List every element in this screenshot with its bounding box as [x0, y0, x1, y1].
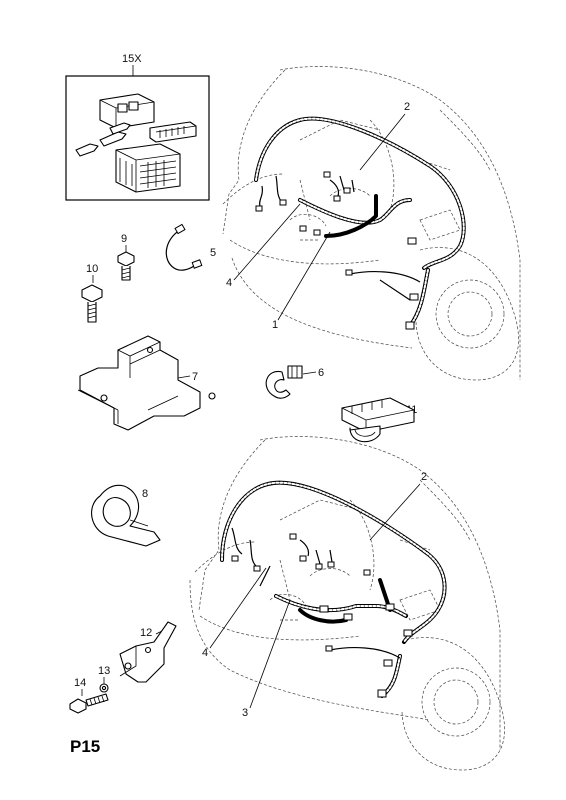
callout-4-top: 4: [226, 277, 232, 289]
bolt-9-group: 9: [117, 233, 135, 281]
callout-14: 14: [74, 677, 86, 689]
callout-12: 12: [140, 627, 152, 639]
callout-2-bottom: 2: [421, 471, 427, 483]
callout-7: 7: [192, 371, 198, 383]
wire-5-group: 5: [165, 223, 216, 271]
harness-2-top: [254, 116, 466, 270]
clamp-6-group: 6: [265, 365, 324, 399]
washer-13-group: 13: [98, 665, 110, 693]
callout-5: 5: [210, 247, 216, 259]
kit-flat-connector: [149, 121, 197, 143]
bolt-14-group: 14: [69, 677, 109, 714]
engine-bay-view-top: 2 4 1: [222, 66, 521, 381]
bracket-7-group: 7: [77, 335, 216, 431]
kit-15x-group: 15X: [65, 53, 210, 201]
callout-10: 10: [86, 263, 98, 275]
bracket-12-group: 12: [119, 621, 177, 683]
callout-2-top: 2: [404, 101, 410, 113]
callout-15x: 15X: [122, 53, 142, 65]
callout-8: 8: [142, 488, 148, 500]
callout-9: 9: [121, 233, 127, 245]
kit-terminals: [75, 122, 131, 157]
engine-bay-view-bottom: 2 4 3: [189, 436, 505, 771]
kit-connector-housing: [99, 93, 155, 129]
clip-8-group: 8: [91, 484, 161, 547]
holder-11-group: 11: [341, 397, 417, 443]
callout-1: 1: [272, 319, 278, 331]
callout-3: 3: [242, 707, 248, 719]
bolt-10-group: 10: [81, 263, 103, 323]
callout-6: 6: [318, 367, 324, 379]
page-code: P15: [70, 737, 100, 756]
callout-4-bottom: 4: [202, 647, 208, 659]
harness-1-top: [298, 198, 412, 225]
kit-multipin-block: [115, 143, 181, 193]
callout-13: 13: [98, 665, 110, 677]
